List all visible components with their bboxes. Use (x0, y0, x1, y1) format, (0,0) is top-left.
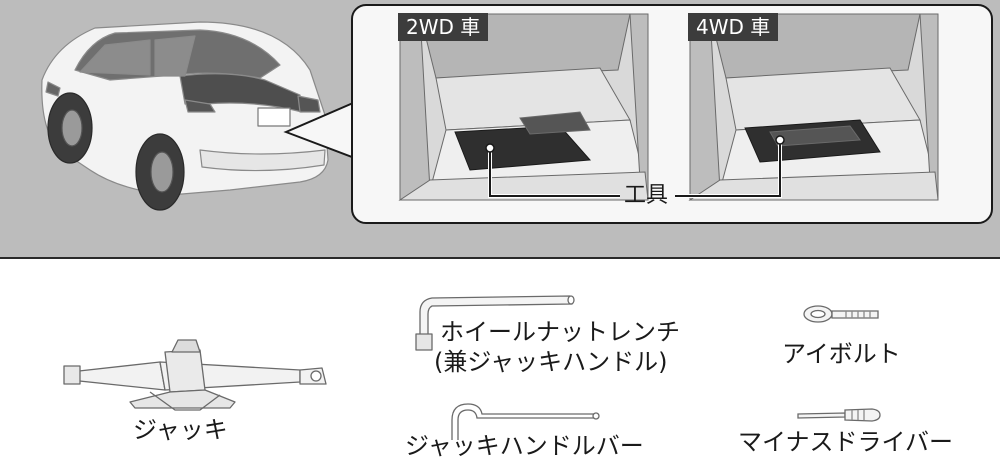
jack-illustration (63, 339, 327, 411)
leader-dot-2wd (485, 143, 495, 153)
leader-dot-4wd (775, 135, 785, 145)
eye-bolt-label: アイボルト (782, 340, 901, 368)
car-illustration (41, 21, 329, 211)
screwdriver-illustration (797, 408, 881, 422)
jack-handle-bar-label: ジャッキハンドルバー (405, 432, 644, 460)
jack-label: ジャッキ (133, 416, 228, 444)
wheel-nut-wrench-sublabel: (兼ジャッキハンドル) (434, 348, 668, 376)
section-divider (0, 257, 1000, 259)
tools-label: 工具 (624, 183, 669, 208)
wheel-nut-wrench-label: ホイールナットレンチ (440, 318, 680, 346)
wheel-nut-wrench-illustration (415, 295, 575, 351)
tag-4wd: 4WD 車 (688, 13, 779, 41)
tag-2wd: 2WD 車 (398, 13, 489, 41)
eye-bolt-illustration (803, 305, 879, 323)
jack-handle-bar-illustration (451, 403, 600, 440)
trunk-4wd-illustration (688, 13, 939, 201)
trunk-2wd-illustration (398, 13, 649, 201)
screwdriver-label: マイナスドライバー (738, 428, 954, 456)
